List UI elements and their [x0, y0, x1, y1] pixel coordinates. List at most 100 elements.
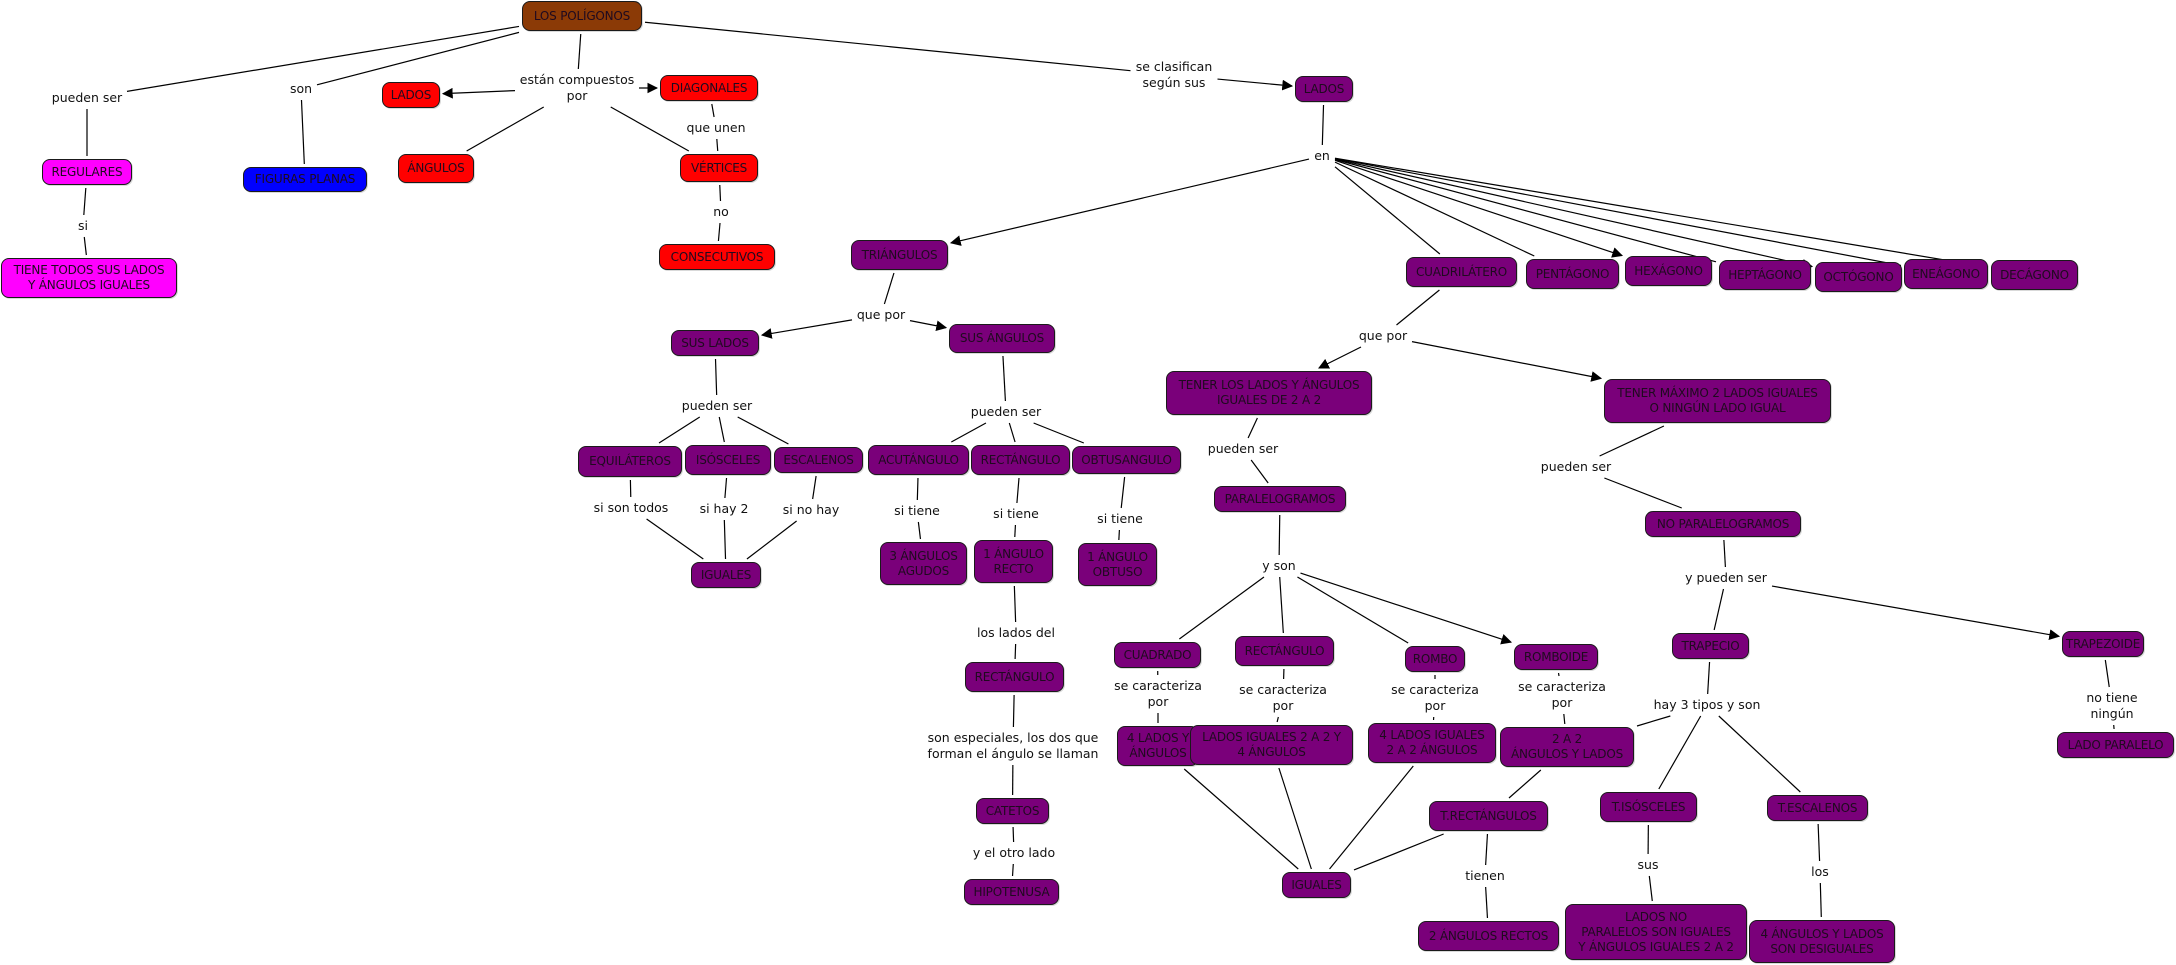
concept-sus-angulos[interactable]: SUS ÁNGULOS	[949, 324, 1055, 353]
concept-lados-no-paralelos[interactable]: LADOS NO PARALELOS SON IGUALES Y ÁNGULOS…	[1565, 904, 1747, 960]
concept-rectangulo-triangulo[interactable]: RECTÁNGULO	[971, 445, 1070, 475]
concept-label: ROMBO	[1412, 651, 1458, 666]
concept-iguales-cuadrilateros[interactable]: IGUALES	[1282, 872, 1351, 898]
link-y-pueden-ser: y pueden ser	[1683, 570, 1769, 586]
link-pueden-ser-paralelogramos: pueden ser	[1205, 441, 1281, 457]
connector-l_y_son-rombo	[1297, 576, 1409, 644]
concept-angulos-red[interactable]: ÁNGULOS	[398, 154, 474, 183]
concept-decagono[interactable]: DECÁGONO	[1991, 260, 2078, 290]
concept-vertices[interactable]: VÉRTICES	[680, 154, 758, 182]
concept-label: 1 ÁNGULO RECTO	[983, 546, 1044, 576]
concept-lado-paralelo[interactable]: LADO PARALELO	[2057, 732, 2174, 758]
concept-heptagono[interactable]: HEPTÁGONO	[1719, 260, 1811, 290]
link-tienen: tienen	[1463, 868, 1507, 884]
concept-lados-red[interactable]: LADOS	[382, 82, 440, 108]
concept-rectangulo-lados[interactable]: RECTÁNGULO	[965, 662, 1064, 692]
concept-los-poligonos[interactable]: LOS POLÍGONOS	[522, 1, 642, 31]
link-son: son	[287, 81, 315, 97]
concept-figuras-planas[interactable]: FIGURAS PLANAS	[243, 167, 367, 192]
concept-iguales-triangulos[interactable]: IGUALES	[691, 562, 761, 588]
concept-t-escalenos[interactable]: T.ESCALENOS	[1767, 795, 1868, 821]
concept-hexagono[interactable]: HEXÁGONO	[1625, 256, 1712, 286]
concept-rombo[interactable]: ROMBO	[1405, 646, 1465, 672]
concept-4-angulos-lados-desiguales[interactable]: 4 ÁNGULOS Y LADOS SON DESIGUALES	[1749, 920, 1895, 963]
concept-t-isosceles[interactable]: T.ISÓSCELES	[1600, 792, 1697, 822]
link-se-clasifican-segun-sus: se clasifican según sus	[1133, 59, 1215, 91]
concept-trapezoide[interactable]: TRAPEZOIDE	[2062, 631, 2144, 657]
concept-label: TENER LOS LADOS Y ÁNGULOS IGUALES DE 2 A…	[1178, 378, 1360, 407]
link-si-tiene-rectangulo: si tiene	[991, 506, 1041, 522]
concept-paralelogramos[interactable]: PARALELOGRAMOS	[1214, 486, 1346, 512]
concept-2a2-angulos-y-lados[interactable]: 2 A 2 ÁNGULOS Y LADOS	[1500, 727, 1634, 767]
concept-tener-lados-iguales-2a2[interactable]: TENER LOS LADOS Y ÁNGULOS IGUALES DE 2 A…	[1166, 371, 1372, 415]
concept-lados-clasificacion[interactable]: LADOS	[1295, 76, 1353, 102]
link-no-tiene-ningun: no tiene ningún	[2080, 690, 2144, 722]
concept-label: RECTÁNGULO	[980, 452, 1061, 467]
concept-acutangulo[interactable]: ACUTÁNGULO	[868, 445, 969, 475]
concept-1-angulo-recto[interactable]: 1 ÁNGULO RECTO	[974, 540, 1053, 583]
concept-4-lados-y-angulos[interactable]: 4 LADOS Y ÁNGULOS	[1117, 726, 1199, 766]
connector-l_lados_del-rectangulo_lados	[1014, 643, 1017, 660]
concept-label: ISÓSCELES	[695, 452, 761, 467]
concept-tener-maximo-2-lados[interactable]: TENER MÁXIMO 2 LADOS IGUALES O NINGÚN LA…	[1604, 379, 1831, 423]
concept-trapecio[interactable]: TRAPECIO	[1672, 633, 1749, 659]
connector-l_y_son-romboide	[1300, 572, 1513, 645]
link-si-no-hay: si no hay	[780, 502, 842, 518]
concept-2-angulos-rectos[interactable]: 2 ÁNGULOS RECTOS	[1418, 921, 1559, 951]
concept-romboide[interactable]: ROMBOIDE	[1514, 644, 1598, 670]
connector-l_en-triangulos	[949, 158, 1310, 246]
concept-no-paralelogramos[interactable]: NO PARALELOGRAMOS	[1645, 511, 1801, 537]
connector-acutangulo-l_si_tiene_1	[916, 477, 919, 501]
concept-octogono[interactable]: OCTÓGONO	[1815, 262, 1902, 292]
concept-triangulos[interactable]: TRIÁNGULOS	[851, 240, 948, 270]
concept-label: PENTÁGONO	[1535, 266, 1610, 281]
concept-equilateros[interactable]: EQUILÁTEROS	[578, 446, 682, 477]
link-si-hay-2: si hay 2	[697, 501, 751, 517]
concept-cuadrilatero[interactable]: CUADRILÁTERO	[1406, 257, 1517, 287]
connector-l_que_por_tri-sus_lados	[760, 319, 853, 339]
connector-l_pueden_ser_ang-obtusangulo	[1033, 422, 1085, 444]
concept-consecutivos[interactable]: CONSECUTIVOS	[659, 244, 775, 270]
concept-3-angulos-agudos[interactable]: 3 ÁNGULOS AGUDOS	[880, 542, 967, 585]
concept-catetos[interactable]: CATETOS	[976, 798, 1049, 824]
concept-label: EQUILÁTEROS	[589, 454, 671, 468]
concept-obtusangulo[interactable]: OBTUSANGULO	[1072, 446, 1181, 474]
link-que-por-triangulos: que por	[854, 307, 908, 323]
concept-rectangulo-cuadrilatero[interactable]: RECTÁNGULO	[1235, 636, 1334, 666]
concept-label: TIENE TODOS SUS LADOS Y ÁNGULOS IGUALES	[13, 263, 165, 292]
concept-diagonales[interactable]: DIAGONALES	[660, 75, 758, 101]
concept-4-lados-iguales-2a2[interactable]: 4 LADOS IGUALES 2 A 2 ÁNGULOS	[1368, 723, 1496, 763]
concept-label: RECTÁNGULO	[974, 669, 1055, 684]
concept-label: LADOS	[1303, 81, 1345, 96]
connector-paralelogramos-l_y_son	[1278, 514, 1281, 556]
concept-label: CUADRADO	[1123, 647, 1192, 662]
connector-l_compuestos-vertices	[610, 106, 690, 152]
connector-l_si_tiene_3-un_obtuso	[1118, 529, 1120, 541]
connector-l_en-pentagono	[1334, 161, 1535, 257]
link-son-especiales: son especiales, los dos que forman el án…	[925, 730, 1101, 762]
connector-l_si_hay_2-iguales_tri	[723, 519, 727, 560]
concept-label: 4 LADOS Y ÁNGULOS	[1126, 731, 1190, 760]
connector-l_pueden_ser_ang-acutangulo	[951, 422, 987, 443]
concept-lados-iguales-2a2-4-angulos[interactable]: LADOS IGUALES 2 A 2 Y 4 ÁNGULOS	[1190, 725, 1353, 765]
concept-eneagono[interactable]: ENEÁGONO	[1904, 259, 1988, 289]
connector-l_los-cuatro_desiguales	[1819, 882, 1822, 918]
link-si-tiene-acutangulo: si tiene	[892, 503, 942, 519]
link-se-caracteriza-romboide: se caracteriza por	[1516, 679, 1608, 711]
concept-escalenos[interactable]: ESCALENOS	[774, 447, 863, 473]
concept-cuadrado[interactable]: CUADRADO	[1114, 642, 1201, 668]
concept-1-angulo-obtuso[interactable]: 1 ÁNGULO OBTUSO	[1078, 543, 1157, 586]
concept-label: ENEÁGONO	[1912, 266, 1980, 281]
link-estan-compuestos-por: están compuestos por	[517, 72, 637, 104]
concept-tiene-todos-sus-lados[interactable]: TIENE TODOS SUS LADOS Y ÁNGULOS IGUALES	[1, 258, 177, 298]
concept-sus-lados[interactable]: SUS LADOS	[671, 330, 759, 356]
concept-t-rectangulos[interactable]: T.RECTÁNGULOS	[1429, 801, 1548, 831]
connector-l_si_son_todos-iguales_tri	[646, 518, 704, 560]
concept-label: ESCALENOS	[783, 452, 854, 467]
concept-pentagono[interactable]: PENTÁGONO	[1526, 259, 1619, 289]
connector-lados_purple-l_en	[1321, 104, 1325, 146]
concept-label: DECÁGONO	[2000, 267, 2069, 282]
concept-hipotenusa[interactable]: HIPOTENUSA	[964, 879, 1059, 905]
concept-regulares[interactable]: REGULARES	[42, 159, 132, 185]
concept-isosceles[interactable]: ISÓSCELES	[685, 445, 771, 475]
